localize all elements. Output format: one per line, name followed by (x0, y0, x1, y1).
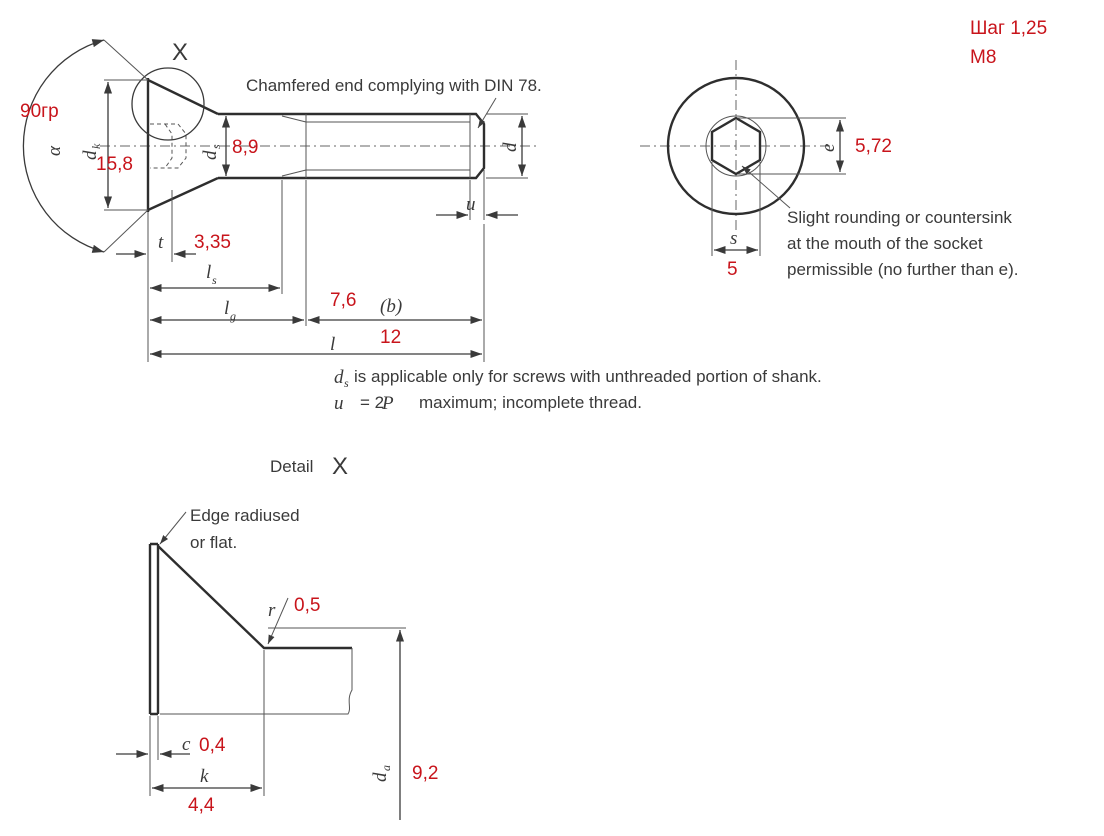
detail-x-circle (131, 67, 205, 141)
t-label: t (158, 232, 164, 253)
e-label: e (818, 144, 839, 152)
u-note: maximum; incomplete thread. (419, 393, 642, 412)
hex-socket (710, 116, 762, 176)
footnotes: d s is applicable only for screws with u… (334, 367, 822, 414)
svg-text:k: k (89, 143, 103, 149)
detail-x-marker: X (172, 39, 188, 66)
u-label: u (466, 194, 476, 215)
rounding-note-1: Slight rounding or countersink (787, 208, 1012, 227)
b-label: (b) (380, 296, 402, 317)
svg-text:s: s (344, 376, 349, 390)
ds-annotation: 8,9 (232, 137, 258, 158)
svg-text:s: s (209, 144, 223, 149)
b-annotation: 7,6 (330, 290, 356, 311)
k-annotation: 4,4 (188, 795, 215, 816)
l-label: l (330, 334, 335, 355)
size-annotation: M8 (970, 47, 996, 68)
angle-annotation: 90гр (20, 101, 59, 122)
s-label: s (730, 228, 737, 249)
u-note-p: P (381, 393, 394, 414)
angle-arc (22, 39, 105, 253)
detail-break (160, 648, 353, 715)
red-annotations: Шаг 1,25 M8 90гр 15,8 8,9 3,35 7,6 12 5,… (20, 18, 1047, 816)
pitch-annotation: Шаг 1,25 (970, 18, 1047, 39)
chamfer-note: Chamfered end complying with DIN 78. (246, 76, 542, 95)
rounding-note-3: permissible (no further than e). (787, 260, 1019, 279)
r-annotation: 0,5 (294, 595, 320, 616)
screw-side-view: X α d k d s d u (22, 39, 542, 362)
c-annotation: 0,4 (199, 735, 226, 756)
svg-text:a: a (379, 765, 393, 771)
detail-head-face (148, 542, 160, 716)
dk-annotation: 15,8 (96, 154, 133, 175)
c-label: c (182, 734, 191, 755)
d-label: d (500, 142, 521, 152)
socket-hidden (150, 123, 187, 169)
detail-x-view: Detail X Edge radiused or flat. r d a c … (116, 453, 406, 820)
l-annotation: 12 (380, 327, 401, 348)
ds-note: is applicable only for screws with unthr… (354, 367, 822, 386)
detail-cone (157, 545, 352, 650)
da-label: d (370, 772, 391, 782)
detail-title-x: X (332, 453, 348, 480)
shank-outline (218, 112, 486, 180)
screw-end-view: e s Slight rounding or countersink at th… (640, 60, 1019, 279)
svg-text:s: s (212, 273, 217, 287)
ls-label: l (206, 262, 211, 283)
detail-title: Detail (270, 457, 313, 476)
edge-note-2: or flat. (190, 533, 237, 552)
ds-label: d (200, 150, 221, 160)
lg-label: l (224, 298, 229, 319)
u-note-symbol: u (334, 393, 344, 414)
s-annotation: 5 (727, 259, 738, 280)
da-annotation: 9,2 (412, 763, 438, 784)
head-cone (147, 78, 219, 212)
t-annotation: 3,35 (194, 232, 231, 253)
ds-note-symbol: d (334, 367, 344, 388)
r-label: r (268, 600, 276, 621)
svg-text:g: g (230, 309, 236, 323)
edge-note-1: Edge radiused (190, 506, 300, 525)
alpha-label: α (44, 145, 65, 156)
dk-label: d (80, 150, 101, 160)
e-annotation: 5,72 (855, 136, 892, 157)
head-outline (666, 76, 806, 216)
u-note-prefix: = 2 (360, 393, 384, 412)
k-label: k (200, 766, 209, 787)
rounding-note-2: at the mouth of the socket (787, 234, 983, 253)
